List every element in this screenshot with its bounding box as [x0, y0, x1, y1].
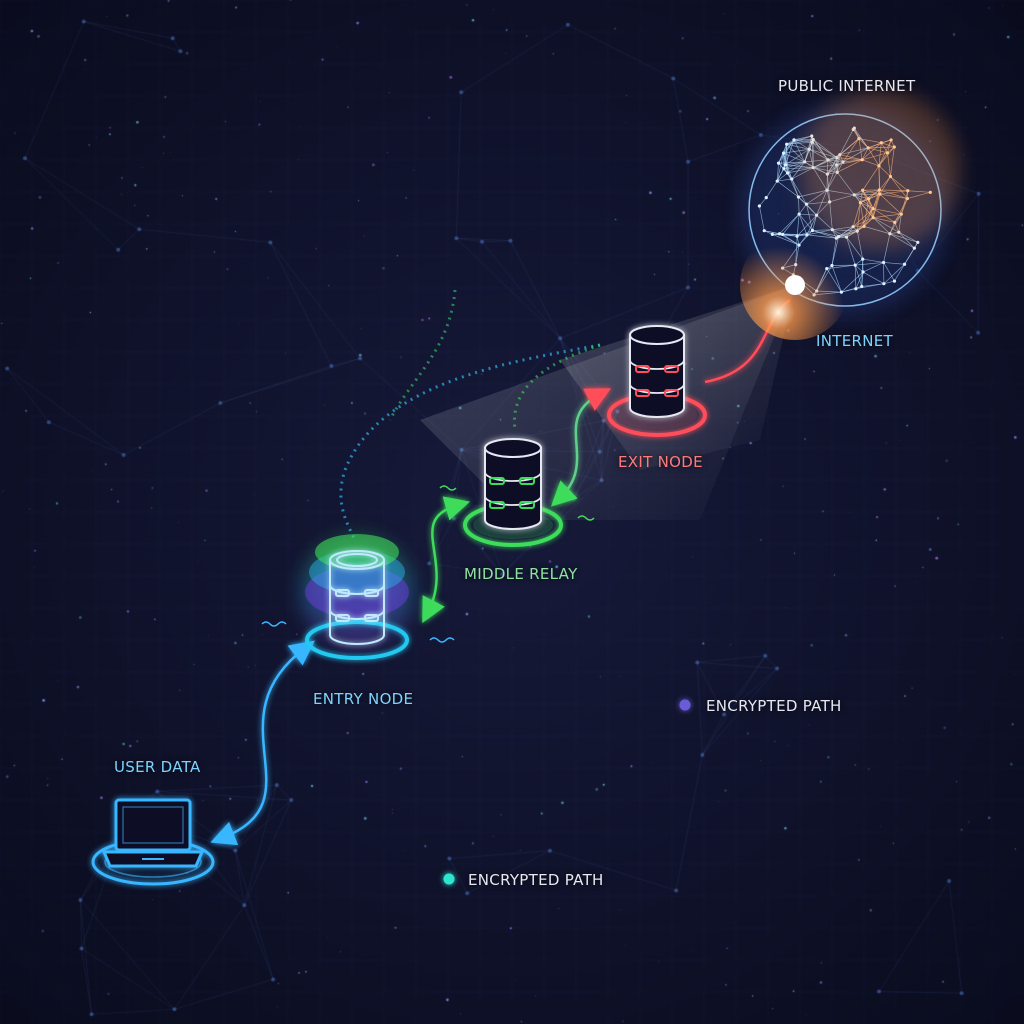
entry-to-middle-arrow — [422, 496, 471, 624]
middle-relay-icon — [463, 438, 563, 547]
user-data-label: USER DATA — [114, 758, 201, 776]
legend-dot-primary — [679, 699, 691, 711]
exit-node-icon — [607, 325, 707, 437]
entry-node-icon — [301, 534, 413, 660]
public-internet-label: PUBLIC INTERNET — [778, 77, 916, 95]
user-to-entry-arrow — [210, 640, 315, 846]
legend-dot-secondary — [443, 873, 455, 885]
middle-to-exit-arrow — [550, 388, 612, 507]
internet-label: INTERNET — [816, 332, 893, 350]
signal-squiggles — [261, 485, 595, 643]
internet-light-beam — [420, 285, 795, 520]
entry-node-label: ENTRY NODE — [313, 690, 414, 708]
dotted-trail-arcs — [339, 289, 601, 541]
laptop-icon — [91, 798, 215, 886]
middle-relay-label: MIDDLE RELAY — [464, 565, 578, 583]
legend-label-primary: ENCRYPTED PATH — [706, 697, 842, 715]
legend-label-secondary: ENCRYPTED PATH — [468, 871, 604, 889]
exit-node-label: EXIT NODE — [618, 453, 703, 471]
globe-network-icon — [740, 90, 960, 340]
